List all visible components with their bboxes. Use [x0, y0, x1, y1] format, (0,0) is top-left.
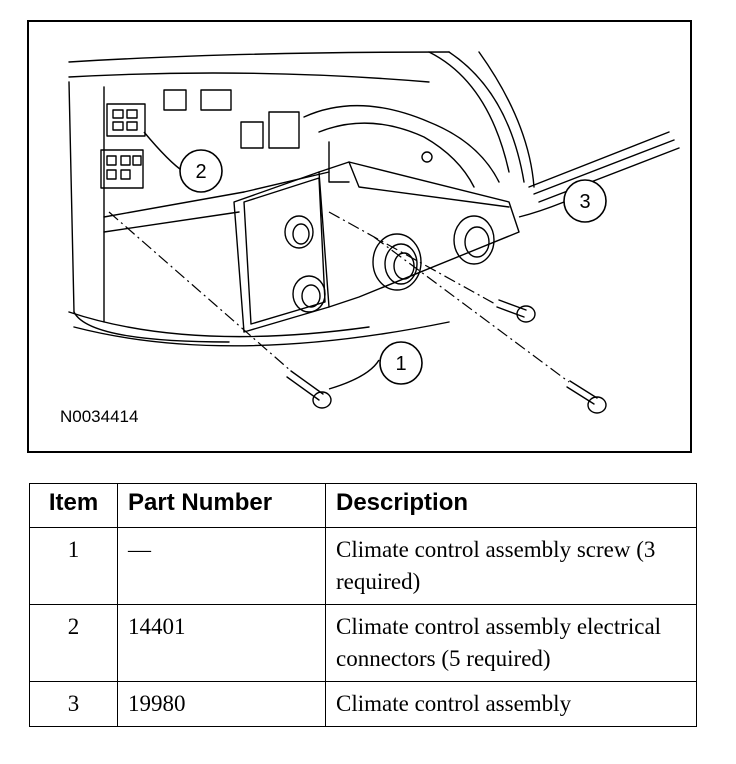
cell-part-number: 14401 [117, 604, 326, 682]
cell-item: 1 [29, 527, 118, 605]
cell-item: 3 [29, 681, 118, 727]
header-description: Description [325, 483, 697, 528]
callout-circle-3 [563, 179, 607, 223]
cell-description: Climate control assembly electrical conn… [325, 604, 697, 682]
illustration-frame: 2 1 3 N0034414 [27, 20, 692, 453]
table-row: 1 — Climate control assembly screw (3 re… [29, 527, 697, 605]
cell-description: Climate control assembly [325, 681, 697, 727]
table-row: 3 19980 Climate control assembly [29, 681, 697, 727]
table-header-row: Item Part Number Description [29, 483, 697, 528]
callout-3-label: 3 [579, 191, 590, 213]
header-part-number: Part Number [117, 483, 326, 528]
parts-table: Item Part Number Description 1 — Climate… [29, 483, 697, 727]
cell-description: Climate control assembly screw (3 requir… [325, 527, 697, 605]
callout-2-label: 2 [195, 161, 206, 183]
callout-circle-2 [179, 149, 223, 193]
callout-1-label: 1 [395, 353, 406, 375]
figure-id: N0034414 [60, 407, 139, 426]
callout-circle-1 [379, 341, 423, 385]
cell-part-number: 19980 [117, 681, 326, 727]
header-item: Item [29, 483, 118, 528]
table-row: 2 14401 Climate control assembly electri… [29, 604, 697, 682]
climate-control-diagram: 2 1 3 [68, 51, 680, 414]
cell-part-number: — [117, 527, 326, 605]
cell-item: 2 [29, 604, 118, 682]
